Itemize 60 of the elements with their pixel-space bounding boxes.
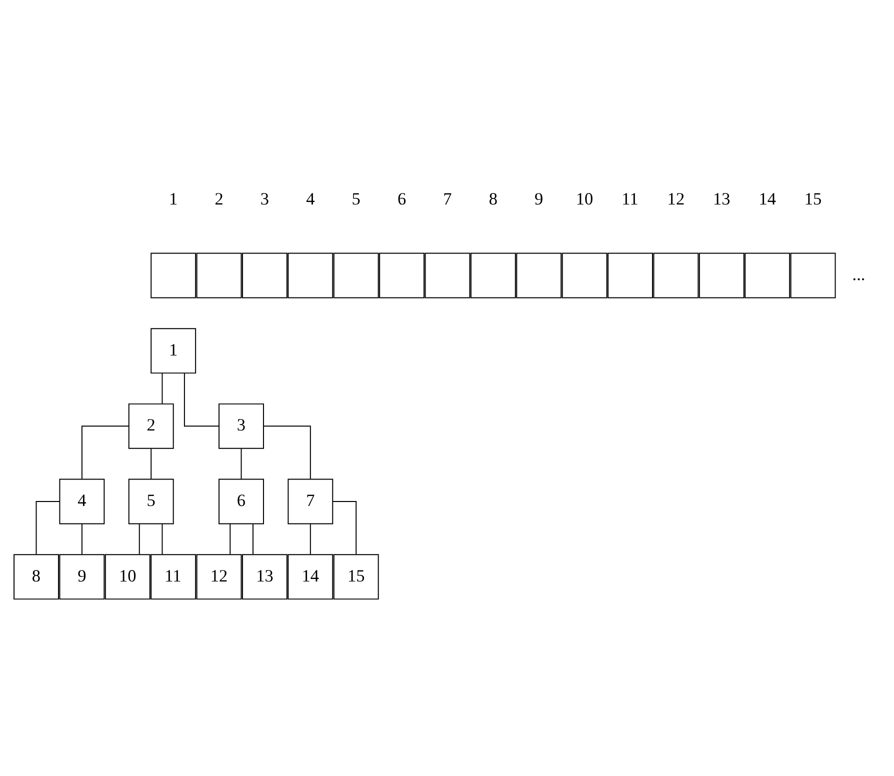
connector xyxy=(252,523,253,554)
node-box: 3 xyxy=(218,402,264,448)
node-box: 1 xyxy=(150,328,196,374)
node-box: 4 xyxy=(58,478,104,524)
node-box: 2 xyxy=(128,402,174,448)
node-box xyxy=(698,252,744,298)
node-box: 7 xyxy=(287,478,333,524)
node-box: 11 xyxy=(150,554,196,600)
node-box xyxy=(424,252,470,298)
node-label: 9 xyxy=(534,189,543,208)
node-label: 8 xyxy=(488,189,498,208)
node-box: 5 xyxy=(128,478,174,524)
node-box xyxy=(287,252,333,298)
label: ... xyxy=(852,264,865,284)
node-box xyxy=(196,252,242,298)
node-label: 6 xyxy=(396,189,406,208)
connector xyxy=(262,425,310,479)
node-label: 10 xyxy=(575,189,593,208)
node-label: 13 xyxy=(712,189,730,208)
node-box: 13 xyxy=(242,554,287,600)
node-label: 5 xyxy=(351,189,360,208)
node-label: 14 xyxy=(758,189,776,208)
node-box: 10 xyxy=(104,554,150,600)
node-box xyxy=(470,252,516,298)
node-label: 11 xyxy=(621,189,638,208)
node-box xyxy=(790,252,836,298)
connector xyxy=(332,500,356,554)
node-label: 15 xyxy=(804,189,822,208)
connector xyxy=(138,523,140,554)
node-box: 15 xyxy=(332,554,378,600)
connector xyxy=(240,448,242,479)
connector xyxy=(80,425,129,479)
node-label: 7 xyxy=(442,189,452,208)
node-label: 1 xyxy=(168,189,178,208)
node-box: 8 xyxy=(13,554,58,600)
connector xyxy=(229,523,230,554)
connector xyxy=(80,523,82,554)
node-box xyxy=(744,252,790,298)
node-box xyxy=(607,252,652,298)
node-box: 14 xyxy=(287,554,333,600)
connector xyxy=(35,500,60,554)
connector xyxy=(161,523,162,554)
connector xyxy=(161,372,162,404)
node-label: 3 xyxy=(260,189,269,208)
node-box xyxy=(516,252,562,298)
connector xyxy=(183,372,219,426)
connector xyxy=(150,448,152,479)
node-box: 6 xyxy=(218,478,264,524)
node-label: 2 xyxy=(214,189,223,208)
node-box xyxy=(378,252,424,298)
node-label: 12 xyxy=(666,189,684,208)
node-box: 12 xyxy=(196,554,242,600)
node-box xyxy=(652,252,698,298)
node-box xyxy=(150,252,196,298)
node-box xyxy=(561,252,607,298)
node-box xyxy=(242,252,287,298)
node-label: 4 xyxy=(306,189,314,208)
node-box: 9 xyxy=(58,554,104,600)
connector xyxy=(309,523,310,554)
node-box xyxy=(332,252,378,298)
